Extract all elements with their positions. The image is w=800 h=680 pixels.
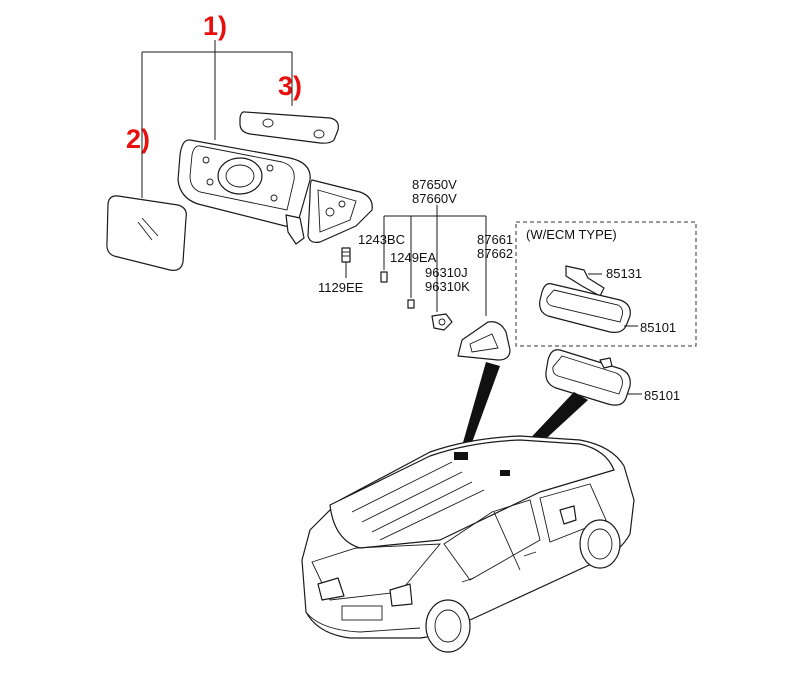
ecm-mount bbox=[565, 265, 605, 297]
screw-1249ea bbox=[407, 299, 415, 309]
part-85101: 85101 bbox=[644, 388, 680, 403]
part-87662: 87662 bbox=[477, 246, 513, 261]
part-85101-ecm: 85101 bbox=[640, 320, 676, 335]
mirror-glass bbox=[106, 195, 187, 271]
callout-1: 1) bbox=[203, 11, 227, 41]
part-1249ea: 1249EA bbox=[390, 250, 437, 265]
mirror-housing bbox=[177, 139, 311, 245]
callout-3: 3) bbox=[278, 71, 302, 101]
part-1243bc: 1243BC bbox=[358, 232, 405, 247]
ecm-type-label: (W/ECM TYPE) bbox=[526, 227, 617, 242]
part-96310j: 96310J bbox=[425, 265, 468, 280]
callout-bracket bbox=[141, 40, 293, 198]
roof-cover bbox=[457, 321, 511, 361]
pointer-arrow-roof bbox=[462, 362, 500, 448]
suv-vehicle bbox=[301, 435, 635, 653]
mirror-base bbox=[307, 179, 373, 243]
mirror-cover bbox=[239, 111, 339, 144]
center-group-bracket bbox=[383, 205, 487, 316]
part-1129ee: 1129EE bbox=[318, 280, 364, 295]
antenna-connector bbox=[431, 313, 453, 331]
ecm-type-box bbox=[515, 221, 697, 347]
part-96310k: 96310K bbox=[425, 279, 470, 294]
part-87661: 87661 bbox=[477, 232, 513, 247]
screw-1129ee bbox=[341, 247, 351, 278]
screw-1243bc bbox=[380, 271, 388, 283]
ecm-rear-mirror bbox=[539, 283, 638, 333]
part-85131: 85131 bbox=[606, 266, 642, 281]
callout-2: 2) bbox=[126, 124, 150, 154]
part-87660v: 87660V bbox=[412, 191, 457, 206]
rear-view-mirror bbox=[545, 349, 642, 406]
part-87650v: 87650V bbox=[412, 177, 457, 192]
